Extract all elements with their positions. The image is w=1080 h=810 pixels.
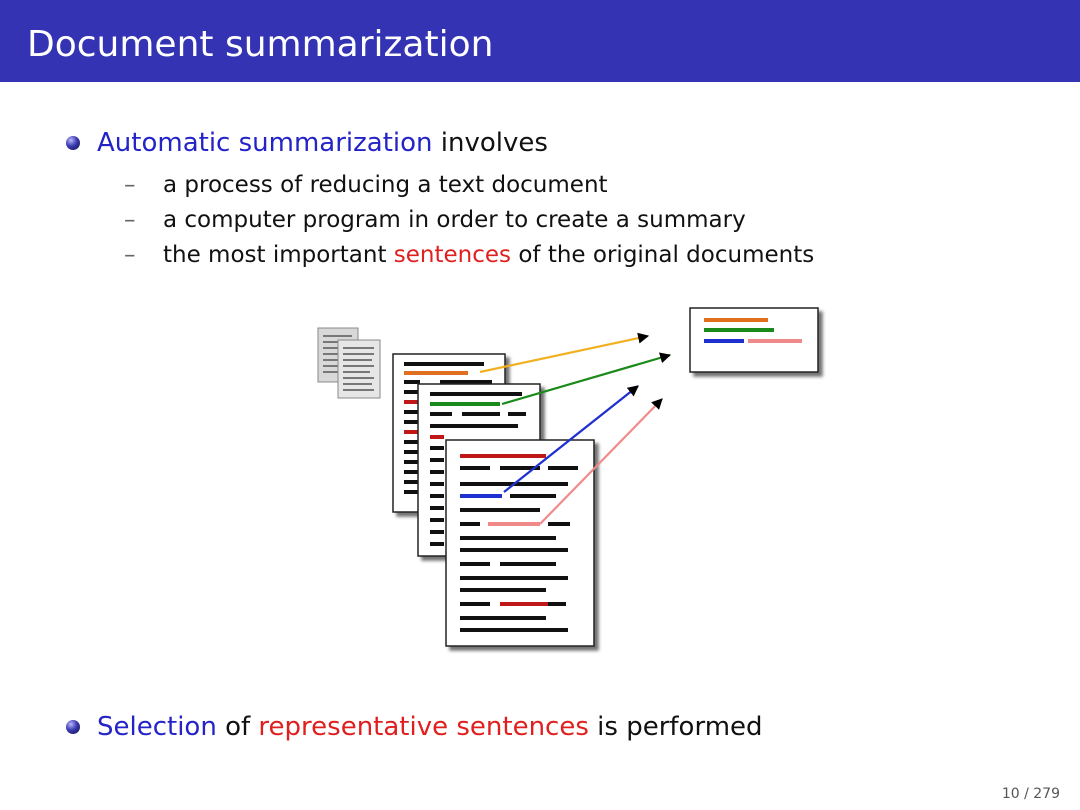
sub-item-text-before: the most important (163, 242, 394, 268)
summarization-illustration (317, 307, 819, 647)
arrow-orange (479, 332, 650, 374)
sub-item-text: a computer program in order to create a … (163, 207, 746, 233)
term-automatic-summarization: Automatic summarization (97, 128, 433, 158)
page-number: 10 / 279 (1001, 786, 1060, 802)
term-representative-sentences: representative sentences (258, 712, 589, 742)
title-bar: Document summarization (0, 0, 1080, 82)
bullet-ball-icon (66, 720, 80, 734)
arrow-green (501, 352, 672, 406)
bullet-ball-icon (66, 136, 80, 150)
selection-arrows (479, 332, 672, 525)
sub-item-text: the most important sentences of the orig… (163, 240, 814, 270)
arrow-blue (503, 385, 639, 493)
term-selection: Selection (97, 712, 217, 742)
bullet-text-of: of (216, 712, 259, 742)
dash-marker: – (124, 207, 136, 233)
bullet-text: Selection of representative sentences is… (97, 710, 763, 744)
bullet-text-rest: involves (432, 128, 548, 158)
slide-title: Document summarization (27, 24, 494, 65)
bullet-text-rest: is performed (588, 712, 763, 742)
summary-document (689, 307, 819, 373)
dash-marker: – (124, 242, 136, 268)
sub-item-text-after: of the original documents (511, 242, 815, 268)
source-document-3 (445, 439, 595, 647)
dash-marker: – (124, 172, 136, 198)
term-sentences: sentences (393, 242, 512, 268)
bullet-text: Automatic summarization involves (97, 126, 548, 160)
document-stack-icon (317, 327, 381, 399)
arrow-pink (539, 398, 663, 525)
sub-item-text: a process of reducing a text document (163, 172, 608, 198)
